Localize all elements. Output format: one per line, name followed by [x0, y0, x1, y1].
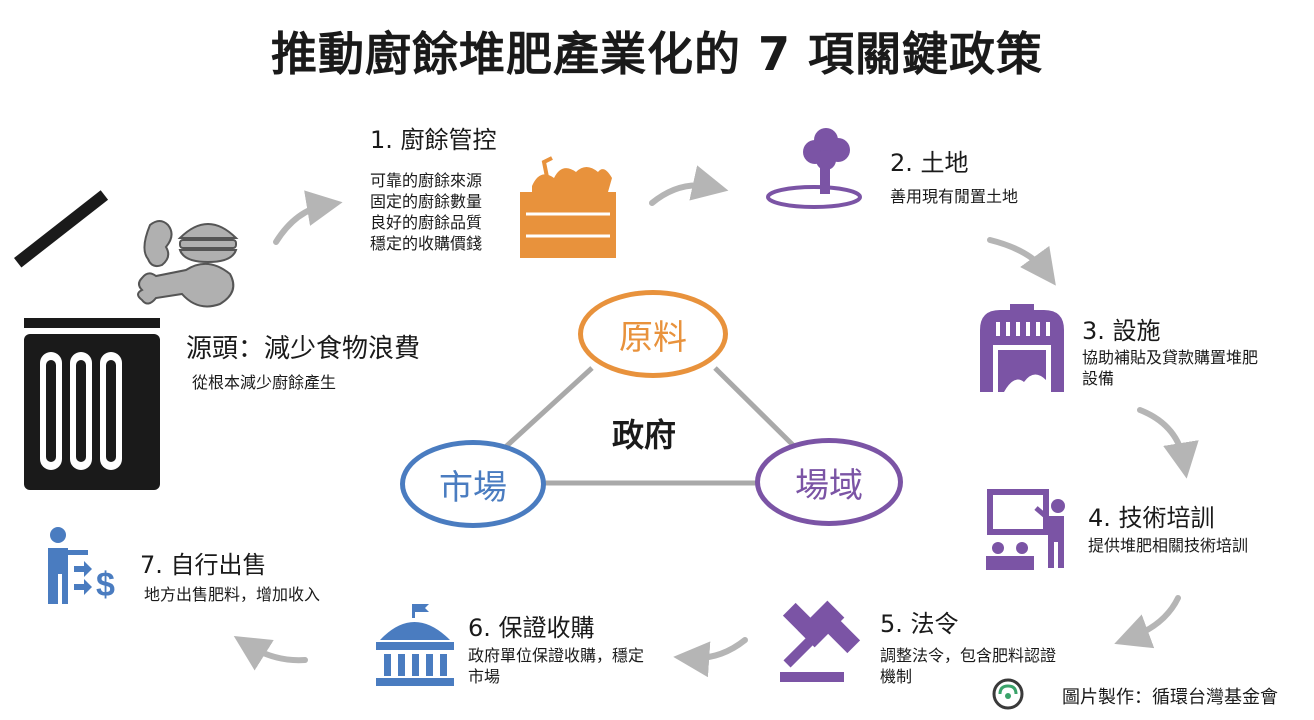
training-presentation-icon: [986, 489, 1065, 570]
crate-of-food-icon: [520, 156, 616, 258]
arrow-1-to-2: [649, 165, 729, 206]
triangle-line-top-right: [713, 366, 802, 454]
triangle-center-label: 政府: [612, 416, 677, 454]
policy-7-heading: 7. 自行出售: [140, 551, 267, 579]
seller-money-icon: $: [48, 527, 115, 604]
oval-market: 市場: [400, 440, 546, 528]
gavel-icon: [780, 600, 861, 682]
image-credit: 圖片製作：循環台灣基金會: [1062, 687, 1278, 708]
policy-5-desc: 調整法令，包含肥料認證 機制: [880, 646, 1057, 686]
compost-facility-icon: [980, 304, 1064, 392]
policy-3-desc: 協助補貼及貸款購置堆肥 設備: [1082, 348, 1259, 388]
policy-3-heading: 3. 設施: [1082, 317, 1161, 345]
svg-text:$: $: [96, 566, 115, 604]
policy-1-desc: 可靠的廚餘來源 固定的廚餘數量 良好的廚餘品質 穩定的收購價錢: [370, 171, 483, 253]
arrow-source-to-1: [273, 190, 343, 245]
policy-4-heading: 4. 技術培訓: [1088, 504, 1215, 532]
policy-6-desc: 政府單位保證收購，穩定 市場: [468, 646, 645, 686]
oval-raw-material: 原料: [578, 290, 728, 378]
triangle-line-top-left: [498, 366, 594, 454]
arrow-3-to-4: [1137, 407, 1199, 479]
trash-can-icon: [14, 190, 160, 490]
arrow-6-to-7: [233, 636, 308, 671]
arrow-5-to-6: [673, 637, 748, 678]
circular-taiwan-logo: [992, 678, 1024, 710]
policy-2-heading: 2. 土地: [890, 149, 969, 177]
policy-5-heading: 5. 法令: [880, 610, 959, 638]
page-title: 推動廚餘堆肥產業化的 7 項關鍵政策: [270, 27, 1044, 81]
oval-venue: 場域: [755, 438, 903, 526]
policy-4-desc: 提供堆肥相關技術培訓: [1088, 536, 1249, 555]
policy-6-heading: 6. 保證收購: [468, 614, 595, 642]
arrow-2-to-3: [987, 237, 1056, 286]
arrow-4-to-5: [1114, 595, 1181, 649]
tree-on-land-icon: [766, 128, 862, 209]
policy-2-desc: 善用現有閒置土地: [890, 187, 1019, 206]
policy-1-heading: 1. 廚餘管控: [370, 126, 497, 154]
source-heading: 源頭：減少食物浪費: [186, 334, 421, 364]
policy-7-desc: 地方出售肥料，增加收入: [144, 585, 321, 604]
government-building-icon: [376, 604, 454, 686]
source-desc: 從根本減少廚餘產生: [192, 373, 337, 392]
food-scraps-icon: [137, 220, 239, 308]
